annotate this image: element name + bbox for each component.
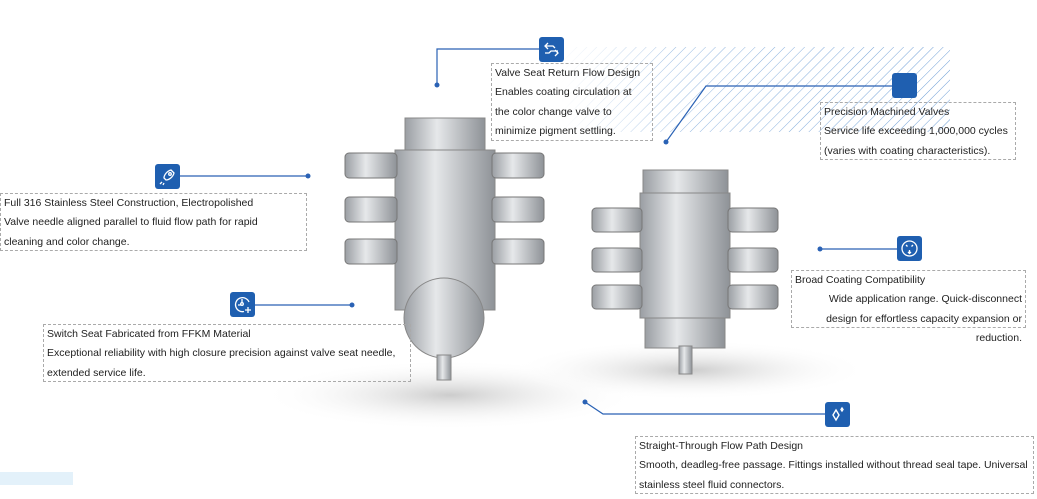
- precision-icon: [892, 73, 917, 98]
- feature-card-precision: Precision Machined Valves Service life e…: [820, 102, 1016, 160]
- feature-description: Wide application range. Quick-disconnect…: [826, 293, 1022, 344]
- feature-card-ffkm: Switch Seat Fabricated from FFKM Materia…: [43, 324, 411, 382]
- feature-description: Smooth, deadleg-free passage. Fittings i…: [639, 459, 1028, 491]
- feature-title: Switch Seat Fabricated from FFKM Materia…: [47, 328, 251, 340]
- feature-card-compatibility: Broad Coating Compatibility Wide applica…: [791, 270, 1026, 344]
- leader-lines: [180, 48, 897, 415]
- feature-description: Exceptional reliability with high closur…: [47, 347, 396, 379]
- valve-seat-icon: [230, 292, 255, 317]
- compatibility-icon: [897, 236, 922, 261]
- feature-title: Broad Coating Compatibility: [795, 274, 926, 286]
- feature-title: Full 316 Stainless Steel Construction, E…: [4, 197, 254, 209]
- feature-card-return-flow: Valve Seat Return Flow Design Enables co…: [491, 63, 653, 141]
- bottom-bar: [0, 472, 73, 485]
- feature-title: Straight-Through Flow Path Design: [639, 440, 803, 452]
- return-flow-icon: [539, 37, 564, 62]
- feature-title: Precision Machined Valves: [824, 106, 950, 118]
- feature-card-flow-path: Straight-Through Flow Path Design Smooth…: [635, 436, 1034, 494]
- feature-description: Valve needle aligned parallel to fluid f…: [4, 216, 258, 248]
- feature-title: Valve Seat Return Flow Design: [495, 67, 641, 79]
- feature-description: Service life exceeding 1,000,000 cycles …: [824, 125, 1008, 157]
- feature-card-stainless: Full 316 Stainless Steel Construction, E…: [0, 193, 307, 251]
- rocket-icon: [155, 164, 180, 189]
- feature-description: Enables coating circulation at the color…: [495, 86, 632, 137]
- sparkle-icon: [825, 402, 850, 427]
- color-change-valve-large: [344, 117, 545, 381]
- color-change-valve-small: [591, 169, 779, 375]
